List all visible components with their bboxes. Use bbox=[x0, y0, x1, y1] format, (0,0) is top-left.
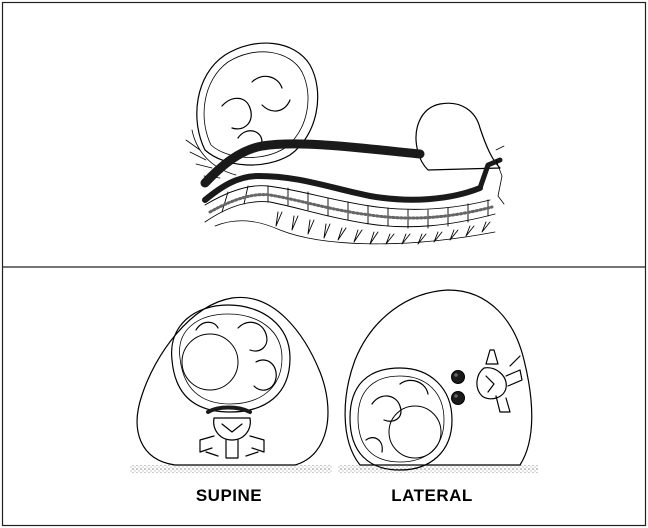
spinous-processes bbox=[215, 212, 495, 244]
supine-compressed-vessels bbox=[208, 408, 250, 413]
lateral-aorta-highlight bbox=[454, 394, 458, 398]
sagittal-view-illustration bbox=[186, 43, 504, 244]
supine-cross-section bbox=[137, 297, 328, 465]
lateral-cross-section bbox=[345, 290, 532, 470]
lateral-vena-cava-highlight bbox=[454, 373, 458, 377]
right-edge-marks bbox=[496, 146, 504, 204]
lateral-label: LATERAL bbox=[391, 486, 473, 505]
lateral-vertebra bbox=[477, 350, 522, 412]
lateral-vena-cava bbox=[452, 371, 465, 384]
ground-supine bbox=[130, 465, 332, 473]
supine-label: SUPINE bbox=[196, 486, 262, 505]
lateral-aorta bbox=[452, 392, 465, 405]
ground-lateral bbox=[338, 465, 538, 473]
supine-vertebra bbox=[200, 418, 264, 458]
figure-border bbox=[3, 3, 646, 526]
liver-outline bbox=[416, 103, 500, 170]
